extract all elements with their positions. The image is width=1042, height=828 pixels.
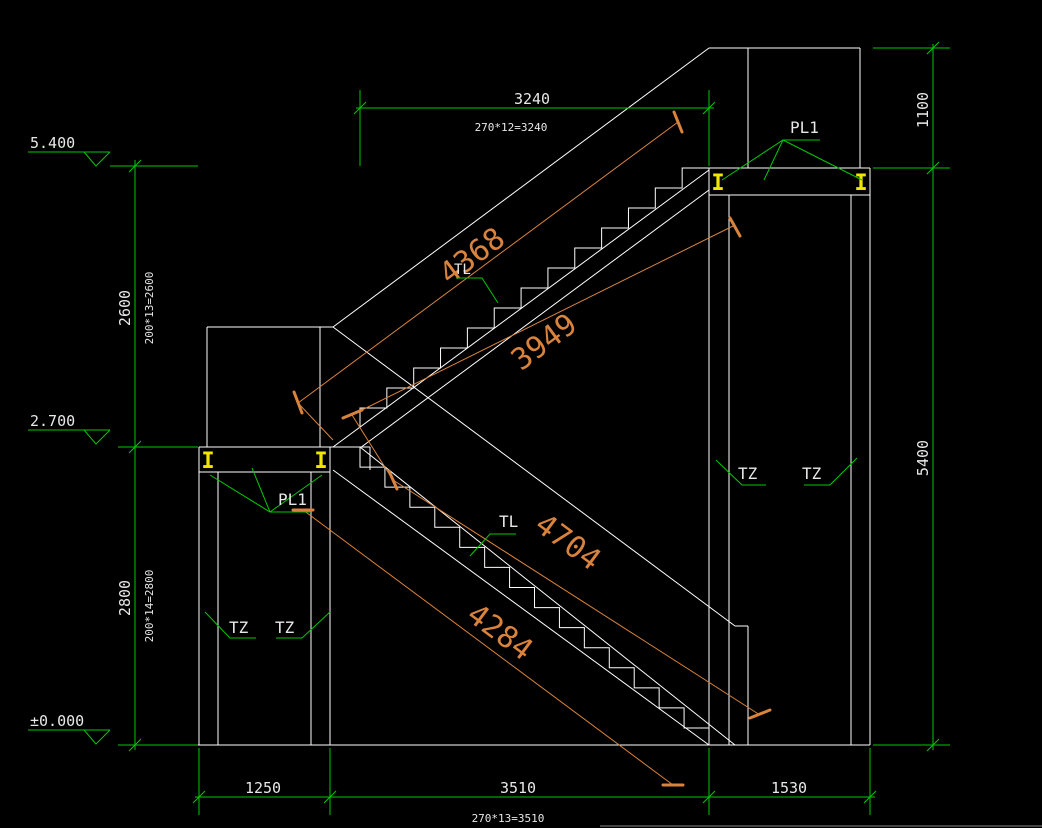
level-middle-label: 2.700 [30,412,75,430]
dim-left-lower: 2800 [116,580,134,616]
callout-pl1-lower: PL1 [278,490,307,509]
top-dimension [353,90,716,166]
beam-marker-right-b: I [854,171,867,196]
slope-dimension-ticks [291,110,772,787]
callout-tz-left-a: TZ [229,618,249,637]
beam-marker-left-a: I [201,449,214,474]
callout-tz-left-b: TZ [275,618,295,637]
bottom-dimension-chain [192,748,877,815]
level-ground-label: ±0.000 [30,712,84,730]
dim-left-upper: 2600 [116,290,134,326]
callout-leaders [204,139,863,639]
dim-right-total: 5400 [914,440,932,476]
dim-bottom-formula: 270*13=3510 [472,812,545,825]
callout-tl-lower: TL [499,512,518,531]
callout-tz-right-a: TZ [738,464,758,483]
callout-tl-upper: TL [454,262,471,278]
level-top-label: 5.400 [30,134,75,152]
dim-bottom-left: 1250 [245,779,281,797]
beam-marker-left-b: I [314,449,327,474]
level-marker-middle: 2.700 [28,412,111,445]
upper-flight-step-profile [359,167,709,428]
dim-right-top: 1100 [914,92,932,128]
dim-bottom-right: 1530 [771,779,807,797]
dim-top-formula: 270*12=3240 [475,121,548,134]
dim-left-upper-formula: 200*13=2600 [143,272,156,345]
callout-tz-right-b: TZ [802,464,822,483]
right-dimension-chain [873,41,950,752]
beam-marker-right-a: I [711,171,724,196]
slope-dimension-lines [297,121,761,786]
lower-flight-step-profile [359,447,709,729]
lower-flight-steps [359,447,709,729]
level-marker-ground: ±0.000 [28,712,111,745]
dim-top-value: 3240 [514,90,550,108]
callout-pl1-upper: PL1 [790,118,819,137]
upper-flight-steps [359,167,709,428]
left-dimension-chain [118,159,198,752]
dim-left-lower-formula: 200*14=2800 [143,570,156,643]
dim-bottom-middle: 3510 [500,779,536,797]
